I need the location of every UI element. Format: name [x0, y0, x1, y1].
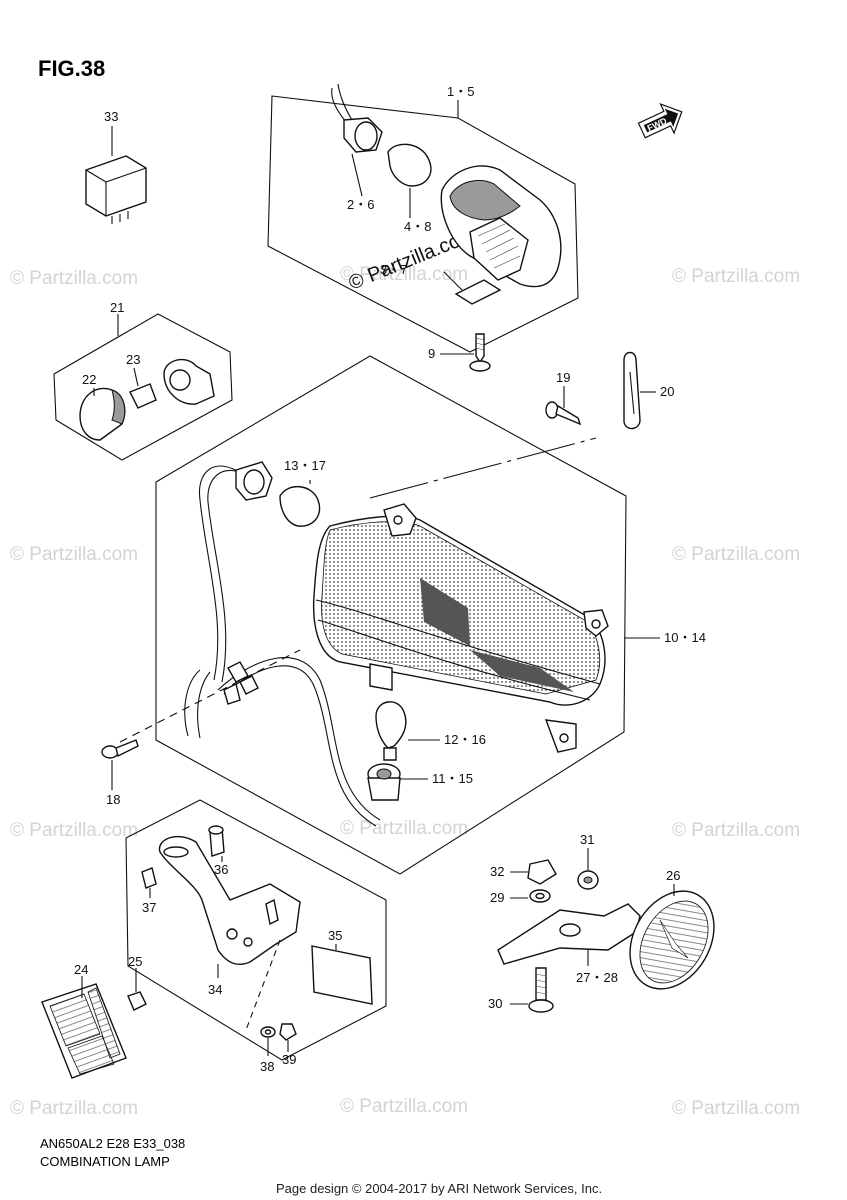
watermark: © Partzilla.com [10, 820, 138, 841]
nut-39 [279, 1023, 297, 1041]
screw-9 [469, 333, 491, 372]
callout-19: 19 [556, 370, 570, 385]
callout-21: 21 [110, 300, 124, 315]
watermark-layer: © Partzilla.com © Partzilla.com © Partzi… [10, 224, 800, 1119]
watermark: © Partzilla.com [672, 266, 800, 287]
watermark: © Partzilla.com [672, 820, 800, 841]
relay-part [85, 155, 147, 224]
callout-18: 18 [106, 792, 120, 807]
watermark: © Partzilla.com [340, 264, 468, 285]
callout-9: 9 [428, 346, 435, 361]
callout-27-28: 27・28 [576, 970, 618, 985]
screw-18 [101, 739, 139, 759]
callout-1-5: 1・5 [447, 84, 474, 99]
fwd-arrow-icon: FWD [637, 103, 683, 139]
callout-2-6: 2・6 [347, 197, 374, 212]
callout-10-14: 10・14 [664, 630, 706, 645]
reflector-24 [41, 983, 127, 1079]
callout-24: 24 [74, 962, 88, 977]
callout-31: 31 [580, 832, 594, 847]
callout-32: 32 [490, 864, 504, 879]
figure-title: FIG.38 [38, 56, 105, 81]
reflector-bracket-group [497, 859, 715, 1013]
callout-11-15: 11・15 [432, 771, 473, 786]
front-turn-signal-assembly [267, 83, 579, 353]
watermark: © Partzilla.com [672, 544, 800, 565]
callout-23: 23 [126, 352, 140, 367]
callout-4-8: 4・8 [404, 219, 431, 234]
callout-22: 22 [82, 372, 96, 387]
callout-3-7: 3・7 [380, 262, 407, 277]
callout-13-17: 13・17 [284, 458, 326, 473]
watermark: © Partzilla.com [672, 1098, 800, 1119]
license-lamp-assembly [53, 313, 233, 461]
license-bracket-assembly [125, 799, 387, 1061]
callout-33: 33 [104, 109, 118, 124]
callout-35: 35 [328, 928, 342, 943]
callout-20: 20 [660, 384, 674, 399]
screw-19 [545, 401, 582, 426]
watermark: © Partzilla.com [340, 818, 468, 839]
callout-34: 34 [208, 982, 222, 997]
callout-38: 38 [260, 1059, 274, 1074]
callout-37: 37 [142, 900, 156, 915]
watermark: © Partzilla.com [340, 1096, 468, 1117]
callout-29: 29 [490, 890, 504, 905]
nut-25 [127, 991, 147, 1011]
callout-36: 36 [214, 862, 228, 877]
figure-code: AN650AL2 E28 E33_038 [40, 1136, 185, 1151]
combination-lamp-assembly [119, 355, 627, 875]
callout-30: 30 [488, 996, 502, 1011]
watermark: © Partzilla.com [10, 1098, 138, 1119]
callout-26: 26 [666, 868, 680, 883]
page-footer: Page design © 2004-2017 by ARI Network S… [276, 1181, 602, 1196]
figure-name: COMBINATION LAMP [40, 1154, 170, 1169]
callout-39: 39 [282, 1052, 296, 1067]
watermark: © Partzilla.com [10, 268, 138, 289]
washer-38 [260, 1026, 276, 1038]
strap-20 [623, 351, 641, 430]
watermark: © Partzilla.com [10, 544, 138, 565]
callout-12-16: 12・16 [444, 732, 486, 747]
callout-25: 25 [128, 954, 142, 969]
